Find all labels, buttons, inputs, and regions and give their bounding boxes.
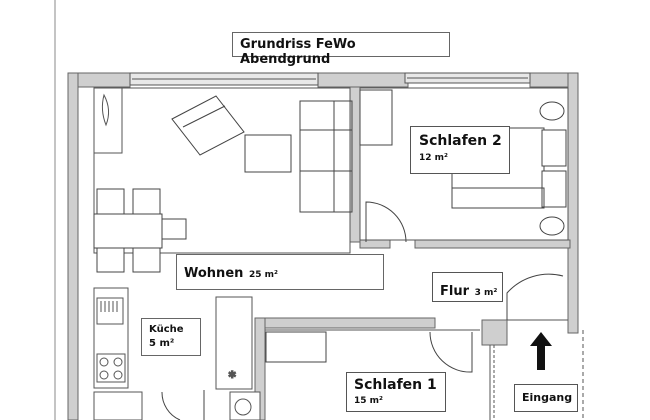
room-label-flur: Flur 3 m² xyxy=(432,272,503,302)
room-name: Küche xyxy=(149,324,184,335)
room-area: 3 m² xyxy=(474,288,498,298)
arrow-up-icon xyxy=(530,332,552,370)
room-area: 12 m² xyxy=(419,153,448,163)
room-area: 5 m² xyxy=(149,338,175,349)
room-name: Flur xyxy=(440,284,470,299)
room-label-schlafen-1: Schlafen 1 15 m² xyxy=(346,372,446,412)
living-furniture xyxy=(93,95,353,363)
doors xyxy=(161,201,564,420)
room-area: 25 m² xyxy=(248,270,278,280)
windows xyxy=(129,72,531,86)
room-name: Schlafen 2 xyxy=(419,133,502,149)
kitchen-fixtures: ✱ xyxy=(93,87,261,420)
svg-text:✱: ✱ xyxy=(228,370,236,381)
room-label-wohnen: Wohnen 25 m² xyxy=(176,254,384,290)
room-name: Wohnen xyxy=(184,266,244,281)
room-label-schlafen-2: Schlafen 2 12 m² xyxy=(410,126,510,174)
room-area: 15 m² xyxy=(354,396,383,406)
room-label-kueche: Küche 5 m² xyxy=(141,318,201,356)
room-name: Schlafen 1 xyxy=(354,377,437,393)
entrance-label: Eingang xyxy=(514,384,578,412)
plan-title: Grundriss FeWo Abendgrund xyxy=(232,32,450,67)
